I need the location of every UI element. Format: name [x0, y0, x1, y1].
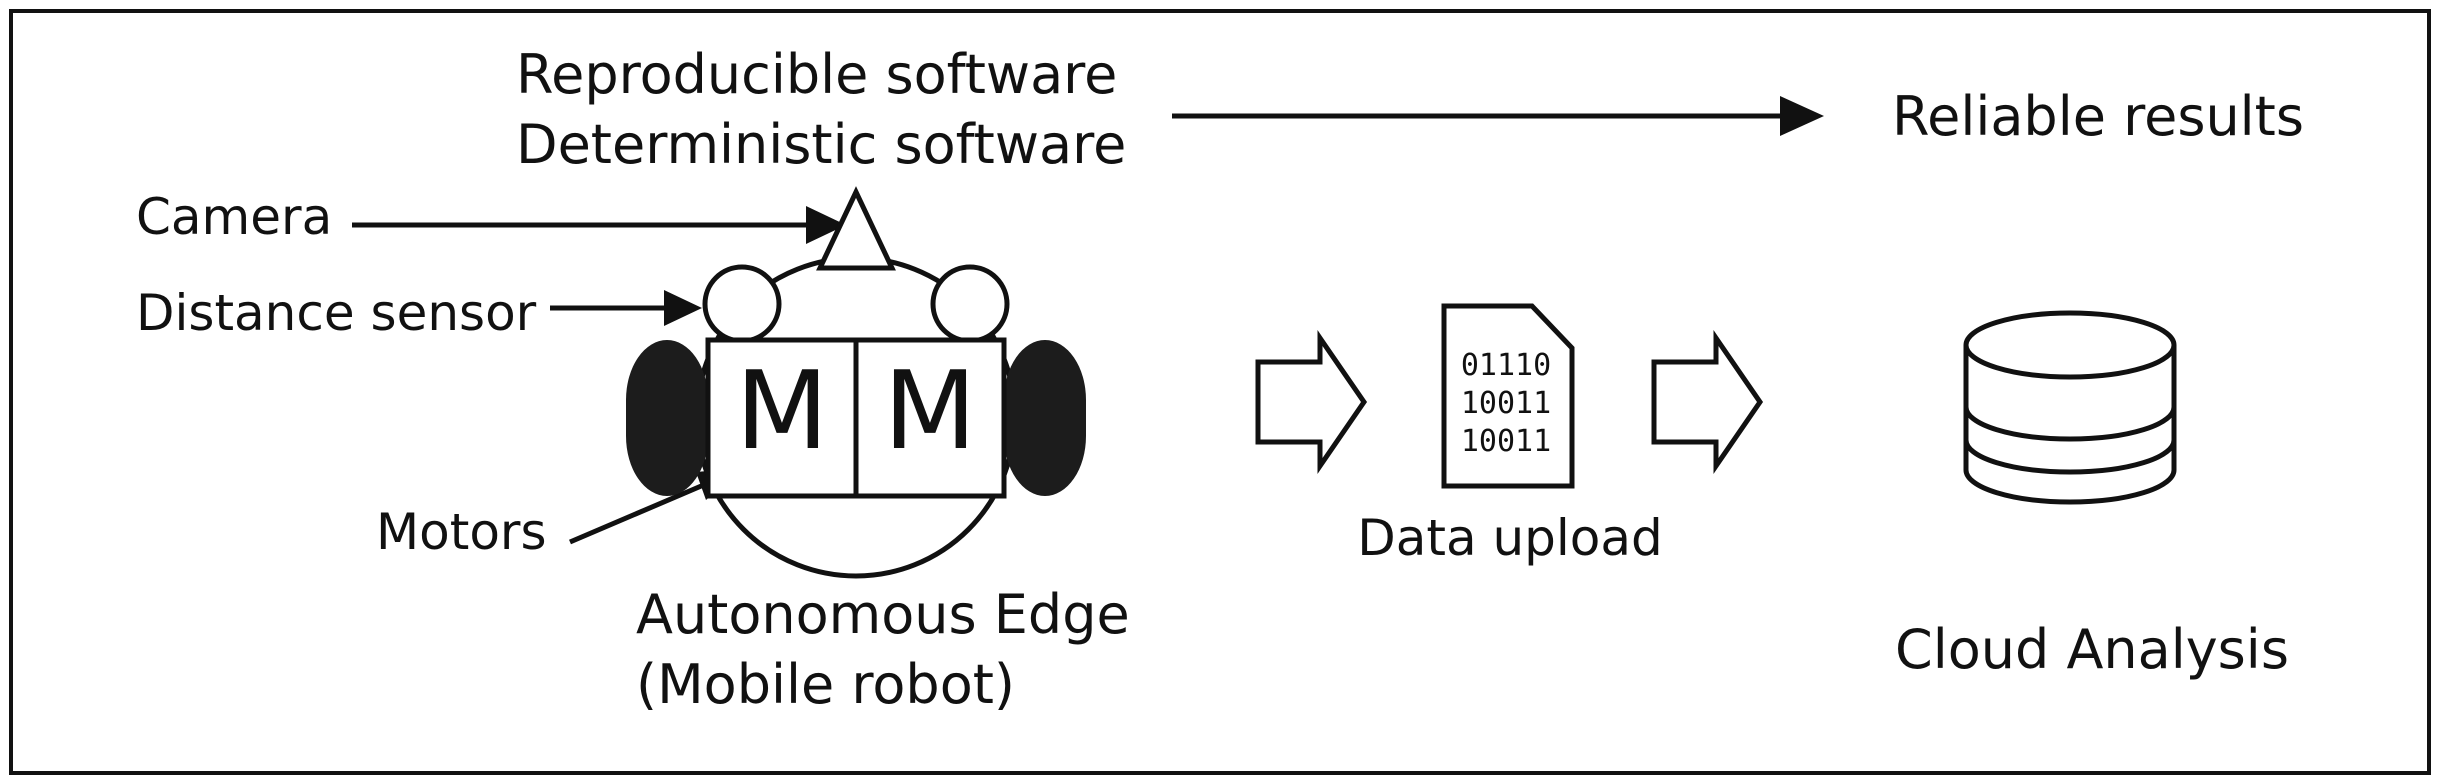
reliable-results-label: Reliable results	[1892, 85, 2304, 148]
left-wheel	[626, 340, 708, 496]
reproducible-software-label: Reproducible software	[516, 43, 1117, 106]
left-distance-sensor	[702, 264, 782, 344]
database-icon	[1963, 310, 2177, 505]
camera-arrow	[352, 206, 846, 244]
right-motor	[853, 337, 1007, 499]
data-file-icon	[1441, 303, 1575, 489]
right-distance-sensor	[930, 264, 1010, 344]
camera-label: Camera	[136, 188, 332, 246]
outer-frame	[9, 9, 2431, 775]
motors-label: Motors	[376, 503, 547, 561]
cloud-analysis-label: Cloud Analysis	[1895, 618, 2289, 681]
data-bits-line1: 01110	[1461, 348, 1551, 383]
left-motor-label: M	[735, 349, 828, 474]
robot-caption-line2: (Mobile robot)	[636, 653, 1015, 716]
camera-triangle	[816, 186, 896, 271]
robot-caption-line1: Autonomous Edge	[636, 583, 1130, 646]
mobile-robot: M M	[626, 186, 1086, 579]
left-motor	[705, 337, 859, 499]
distance-sensor-arrow	[550, 290, 702, 326]
deterministic-software-label: Deterministic software	[516, 113, 1126, 176]
right-motor-label: M	[883, 349, 976, 474]
distance-sensor-label: Distance sensor	[136, 284, 537, 342]
data-bits-line3: 10011	[1461, 424, 1551, 459]
upload-to-cloud-arrow	[1651, 329, 1764, 475]
reliable-results-arrow	[1172, 96, 1824, 136]
edge-to-upload-arrow	[1255, 329, 1368, 475]
data-bits-line2: 10011	[1461, 386, 1551, 421]
right-wheel	[1004, 340, 1086, 496]
data-upload-label: Data upload	[1357, 509, 1663, 567]
